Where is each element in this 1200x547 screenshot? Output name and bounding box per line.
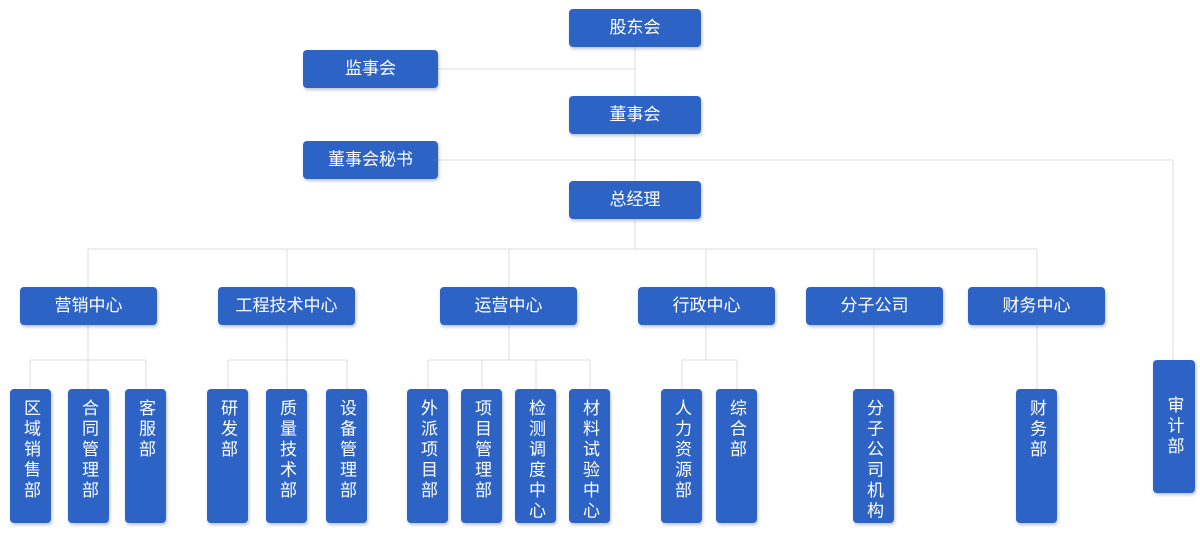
node-board-secretary: 董事会秘书 — [303, 141, 438, 179]
node-customer-service-dept: 客服部 — [125, 389, 166, 523]
node-finance-center: 财务中心 — [968, 287, 1105, 325]
node-supervisory-board: 监事会 — [303, 50, 438, 88]
node-marketing-center: 营销中心 — [20, 287, 157, 325]
node-label: 项目管理部 — [472, 399, 491, 502]
node-hr-dept: 人力资源部 — [661, 389, 702, 523]
node-board-of-directors: 董事会 — [569, 96, 701, 134]
node-admin-center: 行政中心 — [638, 287, 775, 325]
node-label: 分子公司机构 — [864, 399, 883, 522]
node-label: 合同管理部 — [79, 399, 98, 502]
node-label: 客服部 — [136, 399, 155, 461]
node-engineering-tech-center: 工程技术中心 — [218, 287, 355, 325]
node-general-affairs-dept: 综合部 — [716, 389, 757, 523]
node-material-testing-center: 材料试验中心 — [569, 389, 610, 523]
node-label: 财务部 — [1027, 399, 1046, 461]
node-testing-dispatch-center: 检测调度中心 — [515, 389, 556, 523]
node-label: 外派项目部 — [418, 399, 437, 502]
node-general-manager: 总经理 — [569, 181, 701, 219]
node-equipment-mgmt-dept: 设备管理部 — [326, 389, 367, 523]
node-label: 研发部 — [218, 399, 237, 461]
node-regional-sales-dept: 区域销售部 — [10, 389, 51, 523]
node-label: 审计部 — [1164, 395, 1184, 458]
node-finance-dept: 财务部 — [1016, 389, 1057, 523]
node-label: 检测调度中心 — [526, 399, 545, 522]
node-rd-dept: 研发部 — [207, 389, 248, 523]
node-label: 质量技术部 — [277, 399, 296, 502]
node-project-mgmt-dept: 项目管理部 — [461, 389, 502, 523]
node-label: 综合部 — [727, 399, 746, 461]
node-quality-tech-dept: 质量技术部 — [266, 389, 307, 523]
node-shareholders: 股东会 — [569, 9, 701, 47]
node-contract-mgmt-dept: 合同管理部 — [68, 389, 109, 523]
node-label: 设备管理部 — [337, 399, 356, 502]
node-operations-center: 运营中心 — [440, 287, 577, 325]
node-audit-dept: 审计部 — [1153, 360, 1195, 493]
node-label: 材料试验中心 — [580, 399, 599, 522]
node-subsidiaries: 分子公司 — [806, 287, 943, 325]
node-label: 区域销售部 — [21, 399, 40, 502]
node-label: 人力资源部 — [672, 399, 691, 502]
node-subsidiary-org: 分子公司机构 — [853, 389, 894, 523]
node-expat-project-dept: 外派项目部 — [407, 389, 448, 523]
